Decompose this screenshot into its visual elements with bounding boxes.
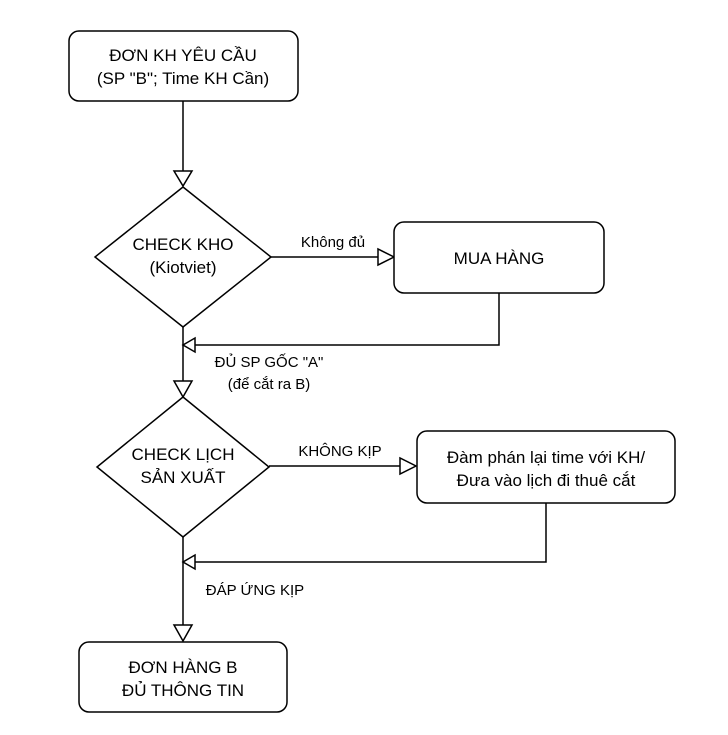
- edge-labels: Không đủ ĐỦ SP GỐC "A" (để cắt ra B) KHÔ…: [206, 234, 382, 599]
- edge-label-enough-line2: (để cắt ra B): [228, 376, 311, 393]
- purchase-label: MUA HÀNG: [454, 249, 545, 268]
- order-complete-label-line1: ĐƠN HÀNG B: [128, 658, 237, 677]
- check-schedule-label-line2: SẢN XUẤT: [140, 468, 225, 487]
- arrowhead-right-icon: [399, 456, 418, 476]
- arrowhead-down-icon: [172, 624, 194, 643]
- edge-label-not-in-time: KHÔNG KỊP: [298, 443, 381, 460]
- request-label-line2: (SP "B"; Time KH Cần): [97, 69, 269, 88]
- arrowheads: [172, 170, 418, 643]
- connector-negotiate-return: [195, 503, 547, 563]
- check-stock-diamond: [93, 186, 273, 328]
- arrowhead-left-icon: [181, 553, 196, 571]
- check-stock-label-line2: (Kiotviet): [149, 258, 216, 277]
- negotiate-label-line1: Đàm phán lại time với KH/: [447, 448, 645, 467]
- negotiate-box: [416, 430, 676, 504]
- arrowhead-left-icon: [181, 336, 196, 354]
- connector-purchase-return: [195, 293, 500, 346]
- arrowhead-down-icon: [172, 380, 194, 399]
- check-schedule-diamond: [95, 396, 271, 538]
- nodes: [68, 30, 676, 713]
- purchase-box: [393, 221, 605, 294]
- arrowhead-right-icon: [377, 247, 396, 267]
- negotiate-label-line2: Đưa vào lịch đi thuê cắt: [457, 471, 636, 490]
- check-stock-label-line1: CHECK KHO: [132, 235, 233, 254]
- order-complete-label-line2: ĐỦ THÔNG TIN: [122, 681, 244, 700]
- request-label-line1: ĐƠN KH YÊU CẦU: [109, 46, 256, 65]
- edge-label-enough-line1: ĐỦ SP GỐC "A": [215, 353, 324, 371]
- edge-label-in-time: ĐÁP ỨNG KỊP: [206, 582, 304, 599]
- request-box: [68, 30, 299, 102]
- node-labels: ĐƠN KH YÊU CẦU (SP "B"; Time KH Cần) CHE…: [97, 46, 646, 700]
- edge-label-not-enough: Không đủ: [301, 234, 365, 251]
- order-complete-box: [78, 641, 288, 713]
- check-schedule-label-line1: CHECK LỊCH: [132, 445, 235, 464]
- connectors: [182, 101, 547, 625]
- arrowhead-down-icon: [172, 170, 194, 188]
